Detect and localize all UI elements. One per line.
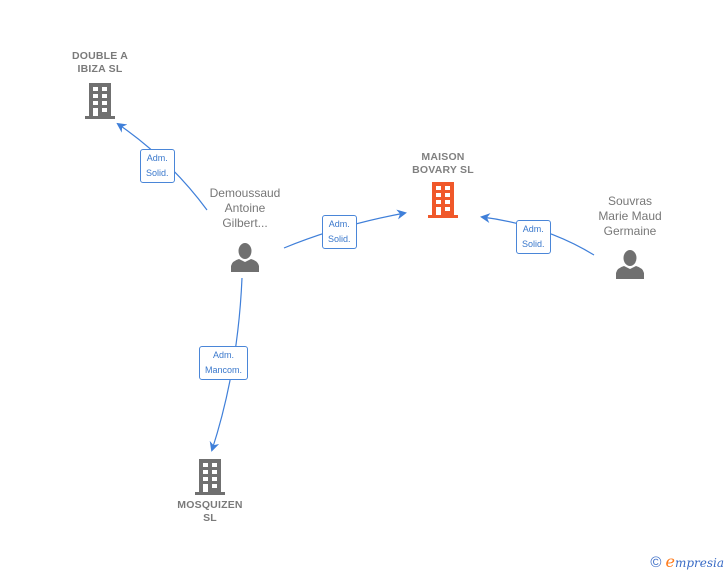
edge-label-adm-mancom[interactable]: Adm. Mancom. [199,346,249,380]
building-icon [85,83,115,119]
building-icon [195,459,225,495]
edge-label-adm-solid[interactable]: Adm. Solid. [322,215,357,249]
node-mosquizen[interactable]: MOSQUIZEN SL [165,458,255,525]
node-label: Souvras Marie Maud Germaine [598,194,662,238]
empresia-logo: empresia [665,552,724,571]
node-demoussaud[interactable]: Demoussaud Antoine Gilbert... [195,186,295,272]
edge-label-adm-solid[interactable]: Adm. Solid. [516,220,551,254]
copyright-icon: © [650,554,662,571]
node-label: Demoussaud Antoine Gilbert... [209,186,281,230]
building-icon [428,182,458,218]
node-maison-bovary[interactable]: MAISON BOVARY SL [398,151,488,219]
node-double-a-ibiza[interactable]: DOUBLE A IBIZA SL [55,50,145,120]
node-label: MAISON BOVARY SL [412,151,474,176]
logo-initial: e [665,552,675,571]
empresia-credit[interactable]: ©empresia [650,552,724,571]
edge-label-adm-solid[interactable]: Adm. Solid. [140,149,175,183]
logo-text: mpresia [674,556,724,570]
node-label: DOUBLE A IBIZA SL [71,50,129,75]
node-label: MOSQUIZEN SL [177,499,243,524]
person-icon [231,243,259,272]
node-souvras[interactable]: Souvras Marie Maud Germaine [580,194,680,279]
person-icon [616,250,644,279]
